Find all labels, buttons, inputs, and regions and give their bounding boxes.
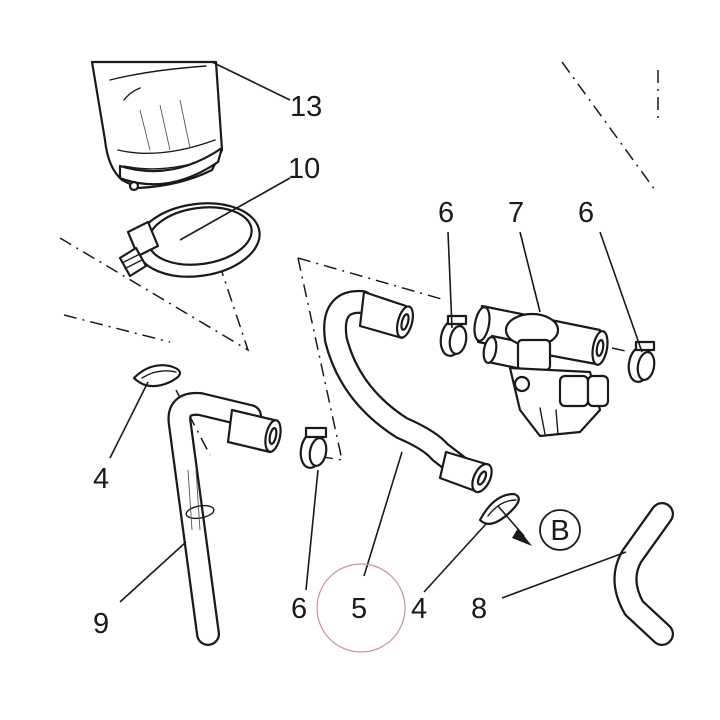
callout-10: 10 (288, 153, 320, 185)
reference-b-label: B (550, 515, 569, 547)
part-5-hose (323, 289, 493, 494)
highlight-circle (316, 563, 406, 653)
callout-6-lower: 6 (291, 593, 307, 625)
arrow-to-b (497, 505, 532, 546)
callout-6-upper-left: 6 (438, 197, 454, 229)
clip-4-right (478, 492, 520, 525)
callout-4-right: 4 (411, 593, 427, 625)
leader-lines (109, 61, 643, 603)
reference-b-circle (539, 509, 581, 551)
callout-13: 13 (290, 91, 322, 123)
part-13-intake-tube (90, 60, 224, 192)
callout-7: 7 (508, 197, 524, 229)
callout-5: 5 (351, 593, 367, 625)
part-9-hose (167, 391, 282, 646)
clamp-6-upper-left (439, 314, 468, 357)
callout-4-left: 4 (93, 463, 109, 495)
callout-8: 8 (471, 593, 487, 625)
part-10-hose-clamp (118, 202, 261, 278)
clip-4-left (132, 364, 182, 388)
callout-9: 9 (93, 608, 109, 640)
clamp-6-lower (299, 426, 328, 469)
part-7-valve (473, 304, 610, 438)
callout-numbers: 13 10 6 7 6 4 9 6 5 4 8 (93, 91, 594, 640)
clamp-6-right (627, 340, 656, 383)
part-8-hose (613, 502, 674, 646)
callout-6-right: 6 (578, 197, 594, 229)
